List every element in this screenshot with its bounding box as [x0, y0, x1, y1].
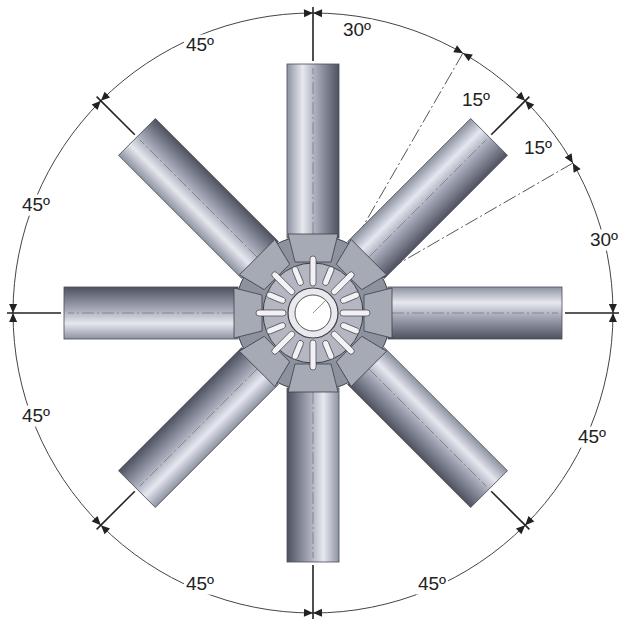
angle-dimension: 15º	[460, 90, 492, 111]
dimension-arrowhead	[304, 9, 313, 17]
tube-arm	[64, 287, 238, 339]
dimension-arrowhead	[609, 313, 617, 322]
tube-arm	[287, 64, 339, 238]
extension-line	[491, 97, 529, 135]
dimension-arrowhead	[525, 516, 534, 525]
dimension-arrowhead	[92, 516, 101, 525]
bolt-slot	[310, 340, 316, 370]
tube-body	[119, 119, 279, 279]
tube-arm	[348, 348, 508, 508]
tube-body	[348, 119, 508, 279]
dimension-arrowhead	[92, 101, 101, 110]
angle-dimension: 15º	[522, 138, 554, 159]
dimension-arrowhead	[453, 45, 463, 53]
extension-line	[97, 491, 135, 529]
tube-arm	[287, 388, 339, 562]
extension-line	[312, 565, 314, 619]
tube-arm	[119, 119, 279, 279]
extension-line	[312, 7, 314, 61]
angle-dimension: 45º	[184, 574, 216, 595]
tube-arm	[119, 348, 279, 508]
bolt-slot	[291, 340, 304, 361]
bolt-slot	[322, 266, 335, 287]
bolt-slot	[340, 322, 361, 335]
dimension-arrowhead	[9, 304, 17, 313]
tube-body	[388, 287, 562, 339]
extension-line	[565, 312, 619, 314]
tube-body	[64, 287, 238, 339]
dimension-arrowhead	[9, 313, 17, 322]
bolt-slot	[271, 271, 296, 296]
dimension-arrowhead	[573, 163, 581, 173]
dimension-arrowhead	[101, 92, 110, 101]
angle-dimension: 45º	[416, 574, 448, 595]
bolt-slot	[310, 256, 316, 286]
tube-body	[348, 348, 508, 508]
tube-axis	[313, 392, 314, 558]
tube-arm	[348, 119, 508, 279]
tube-axis	[68, 313, 234, 314]
bolt-slot	[340, 291, 361, 304]
bolt-slot	[271, 330, 296, 355]
dimension-arrowhead	[525, 101, 534, 110]
dimension-arrowhead	[313, 609, 322, 617]
bolt-slot	[330, 271, 355, 296]
tube-body	[287, 388, 339, 562]
angle-dimension: 45º	[184, 35, 216, 56]
bolt-slot	[330, 330, 355, 355]
bolt-slot	[266, 322, 287, 335]
angle-dimension: 45º	[20, 406, 52, 427]
angle-dimension: 30º	[588, 230, 620, 251]
tube-body	[287, 64, 339, 238]
tube-axis	[140, 140, 257, 257]
dimension-arrowhead	[313, 9, 322, 17]
tube-axis	[313, 68, 314, 234]
dimension-arrowhead	[304, 609, 313, 617]
bolt-slot	[291, 266, 304, 287]
tube-axis	[140, 369, 257, 486]
tube-axis	[369, 369, 486, 486]
dimension-arrowhead	[516, 92, 525, 101]
dimension-arrowhead	[516, 525, 525, 534]
dimension-arrowhead	[101, 525, 110, 534]
dimension-arrowhead	[609, 304, 617, 313]
angle-dimension: 45º	[20, 195, 52, 216]
bolt-slot	[340, 310, 370, 316]
tube-axis	[392, 313, 558, 314]
bolt-slot	[266, 291, 287, 304]
extension-line	[7, 312, 61, 314]
bolt-slot	[322, 340, 335, 361]
dimension-arrowhead	[565, 153, 573, 163]
dimension-arrowhead	[463, 53, 473, 61]
extension-line	[491, 491, 529, 529]
angle-dimension: 30º	[341, 20, 373, 41]
extension-line	[97, 97, 135, 135]
tube-arm	[388, 287, 562, 339]
angle-dimension: 45º	[576, 427, 608, 448]
tube-body	[119, 348, 279, 508]
bolt-slot	[256, 310, 286, 316]
tube-axis	[369, 140, 486, 257]
